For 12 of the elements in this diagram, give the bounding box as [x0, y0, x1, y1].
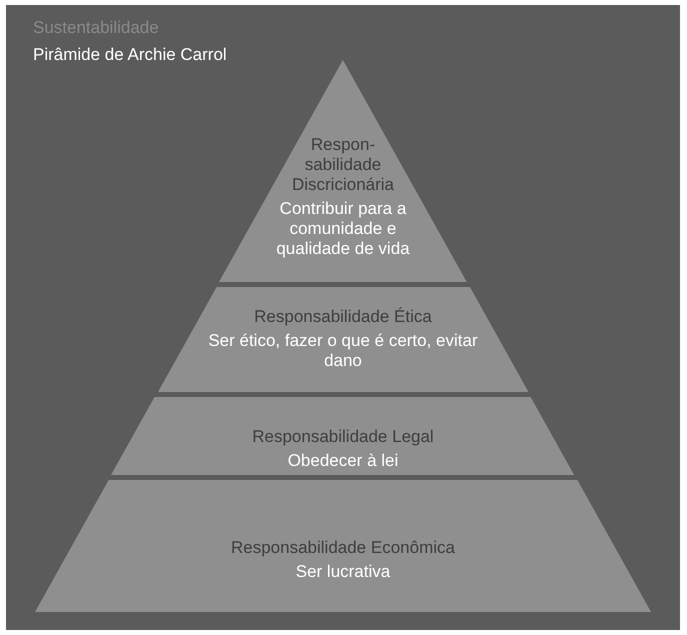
pyramid-tier	[219, 60, 467, 282]
tier-description: Contribuir para a comunidade e qualidade de vida	[275, 199, 411, 259]
tier-heading: Responsabilidade Ética	[254, 307, 432, 327]
tier-heading: Respon- sabilidade Discricionária	[290, 135, 395, 195]
tier-heading: Responsabilidade Econômica	[230, 538, 455, 558]
diagram-title: Pirâmide de Archie Carrol	[33, 45, 227, 65]
pyramid-tier	[34, 480, 651, 612]
tier-description: Ser lucrativa	[296, 562, 390, 582]
tier-heading: Responsabilidade Legal	[252, 427, 434, 447]
tier-description: Obedecer à lei	[288, 451, 398, 471]
pyramid-tier	[158, 287, 528, 392]
tier-description: Ser ético, fazer o que é certo, evitar dano	[207, 331, 479, 371]
